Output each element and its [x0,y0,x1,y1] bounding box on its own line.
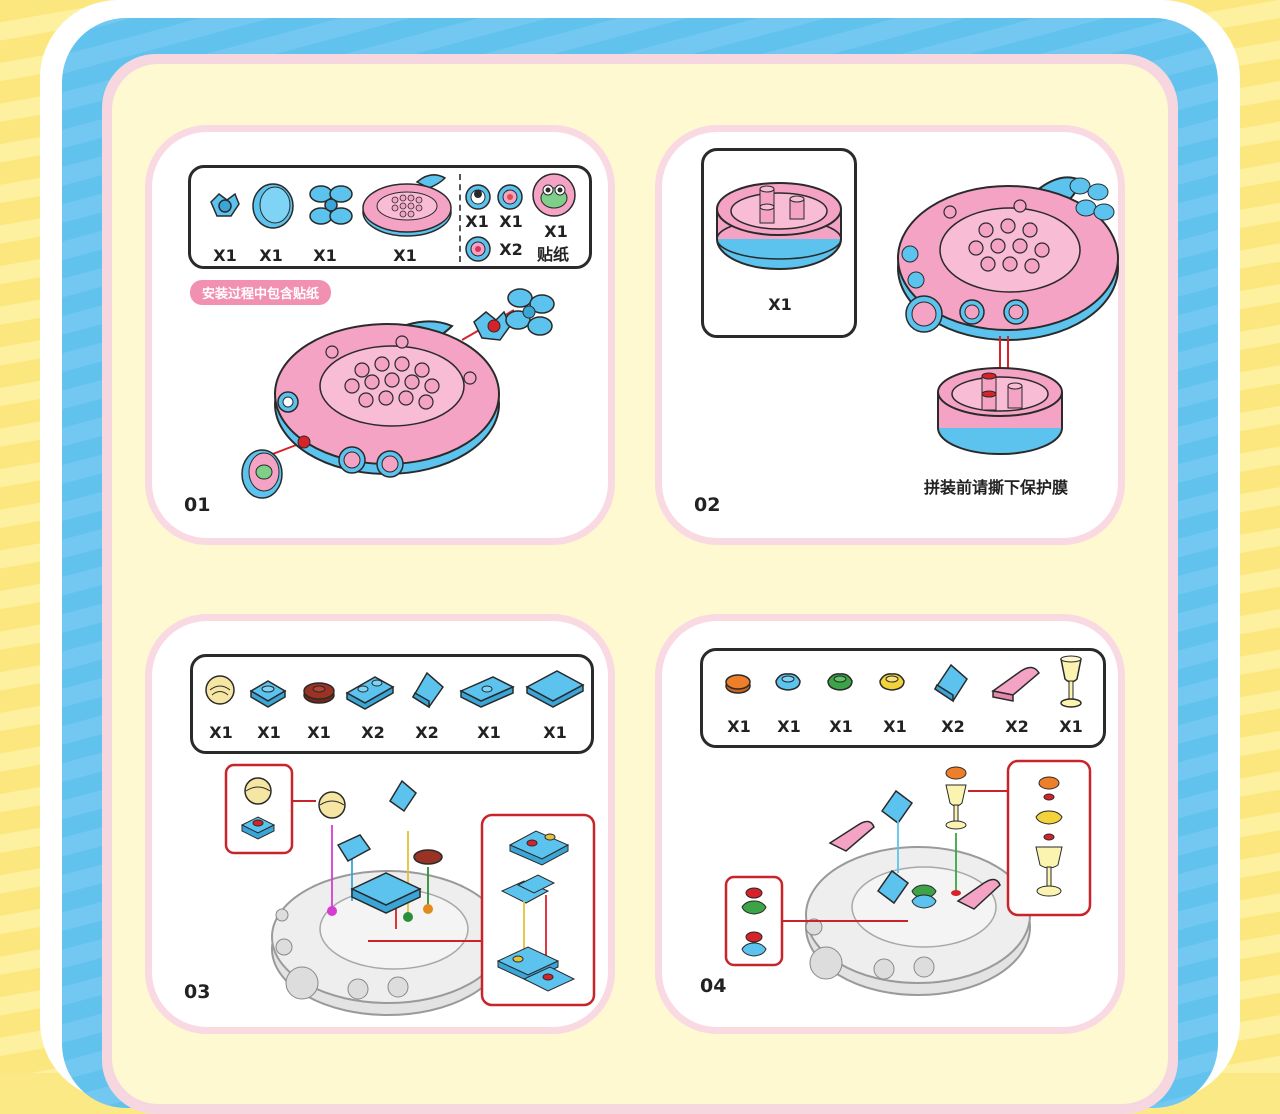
pink-base-body-icon [362,174,452,237]
parts-list-box: X1 [701,148,857,338]
pink-curved-brick-icon [991,666,1040,702]
green-flower-plate-icon [827,673,853,691]
sticker-face-2-icon [497,184,523,210]
step-number: 04 [700,975,727,997]
step-panel-02: X1 [655,125,1125,545]
sticker-qty: X1 [465,212,489,231]
step-01-assembly-illustration [241,288,555,499]
part-qty: X1 [883,717,907,736]
protective-film-note: 拼装前请撕下保护膜 [924,478,1069,497]
sticker-character-icon [532,173,576,217]
yellow-flower-plate-icon [879,673,905,691]
part-qty: X2 [1005,717,1029,736]
blue-plate-1x2-icon [345,676,395,710]
blue-slope-icon [411,671,445,709]
orange-round-tile-icon [725,674,751,694]
part-qty: X1 [307,723,331,742]
part-qty: X1 [393,246,417,265]
part-qty: X1 [1059,717,1083,736]
step-panel-03: X1 X1 X1 X2 X2 X1 X1 [145,614,615,1034]
small-connector-icon [210,192,240,217]
yellow-goblet-icon [1060,655,1082,708]
blue-slope-icon [933,663,968,703]
blue-tile-1x2-icon [525,670,585,708]
step-panel-01: X1 X1 X1 X1 X1 X1 X2 X1 贴纸 安装过程中包含贴纸 [145,125,615,545]
step-number: 03 [184,981,211,1003]
part-qty: X1 [829,717,853,736]
step-02-assembly-illustration [897,176,1119,455]
part-qty: X1 [727,717,751,736]
sticker-qty: X1 [499,212,523,231]
blue-tile-1x1-icon [249,680,287,708]
parts-list-box: X1 X1 X1 X1 X1 X1 X2 X1 贴纸 [188,165,592,269]
propeller-icon [309,185,353,225]
parts-list-box: X1 X1 X1 X1 X2 X2 X1 [700,648,1106,748]
part-qty: X1 [213,246,237,265]
part-qty: X1 [768,295,792,314]
step-03-assembly-illustration [224,763,596,1016]
sticker-face-1-icon [465,184,491,210]
sticker-qty: X1 [544,222,568,241]
parts-list-box: X1 X1 X1 X2 X2 X1 X1 [190,654,594,754]
part-qty: X2 [361,723,385,742]
blue-flower-plate-icon [775,673,801,691]
sticker-notice-tag: 安装过程中包含贴纸 [190,280,332,305]
gold-dome-icon [205,675,235,705]
part-qty: X1 [477,723,501,742]
round-base-icon [716,182,842,270]
step-panel-04: X1 X1 X1 X1 X2 X2 X1 [655,614,1125,1034]
step-04-assembly-illustration [724,759,1092,996]
sticker-label: 贴纸 [537,245,570,264]
part-qty: X1 [209,723,233,742]
sticker-qty: X2 [499,240,523,259]
step-number: 01 [184,494,211,516]
part-qty: X1 [257,723,281,742]
sticker-face-3-icon [465,236,491,262]
step-number: 02 [694,494,721,516]
part-qty: X2 [415,723,439,742]
sticker-divider [459,174,461,262]
part-qty: X1 [777,717,801,736]
part-qty: X1 [313,246,337,265]
part-qty: X1 [259,246,283,265]
blue-jumper-plate-icon [459,676,515,708]
part-qty: X1 [543,723,567,742]
brown-round-plate-icon [303,682,335,704]
part-qty: X2 [941,717,965,736]
round-disc-icon [252,183,294,229]
